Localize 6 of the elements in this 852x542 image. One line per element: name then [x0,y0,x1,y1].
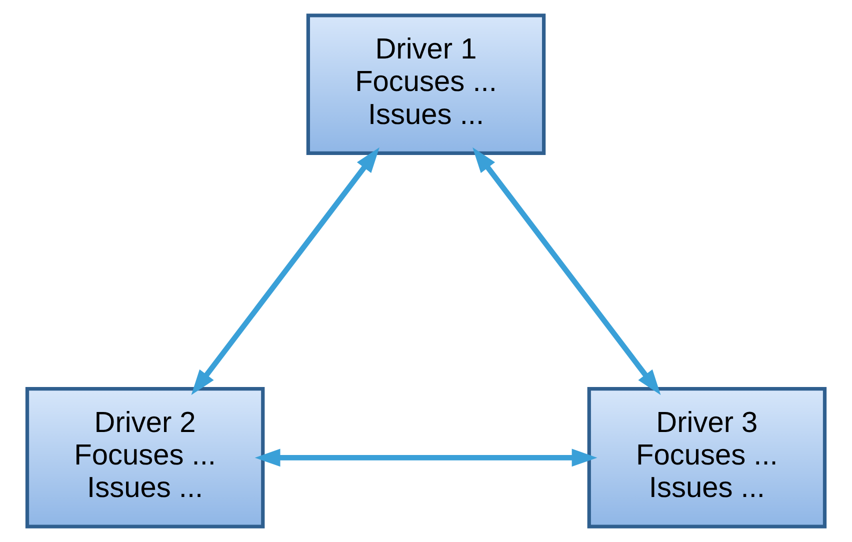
node-box: Driver 2 Focuses ... Issues ... [25,387,265,528]
node-box: Driver 3 Focuses ... Issues ... [587,387,827,528]
arrow [191,147,380,396]
arrow [254,448,598,467]
node-box: Driver 1 Focuses ... Issues ... [306,14,546,155]
arrow [472,147,661,396]
